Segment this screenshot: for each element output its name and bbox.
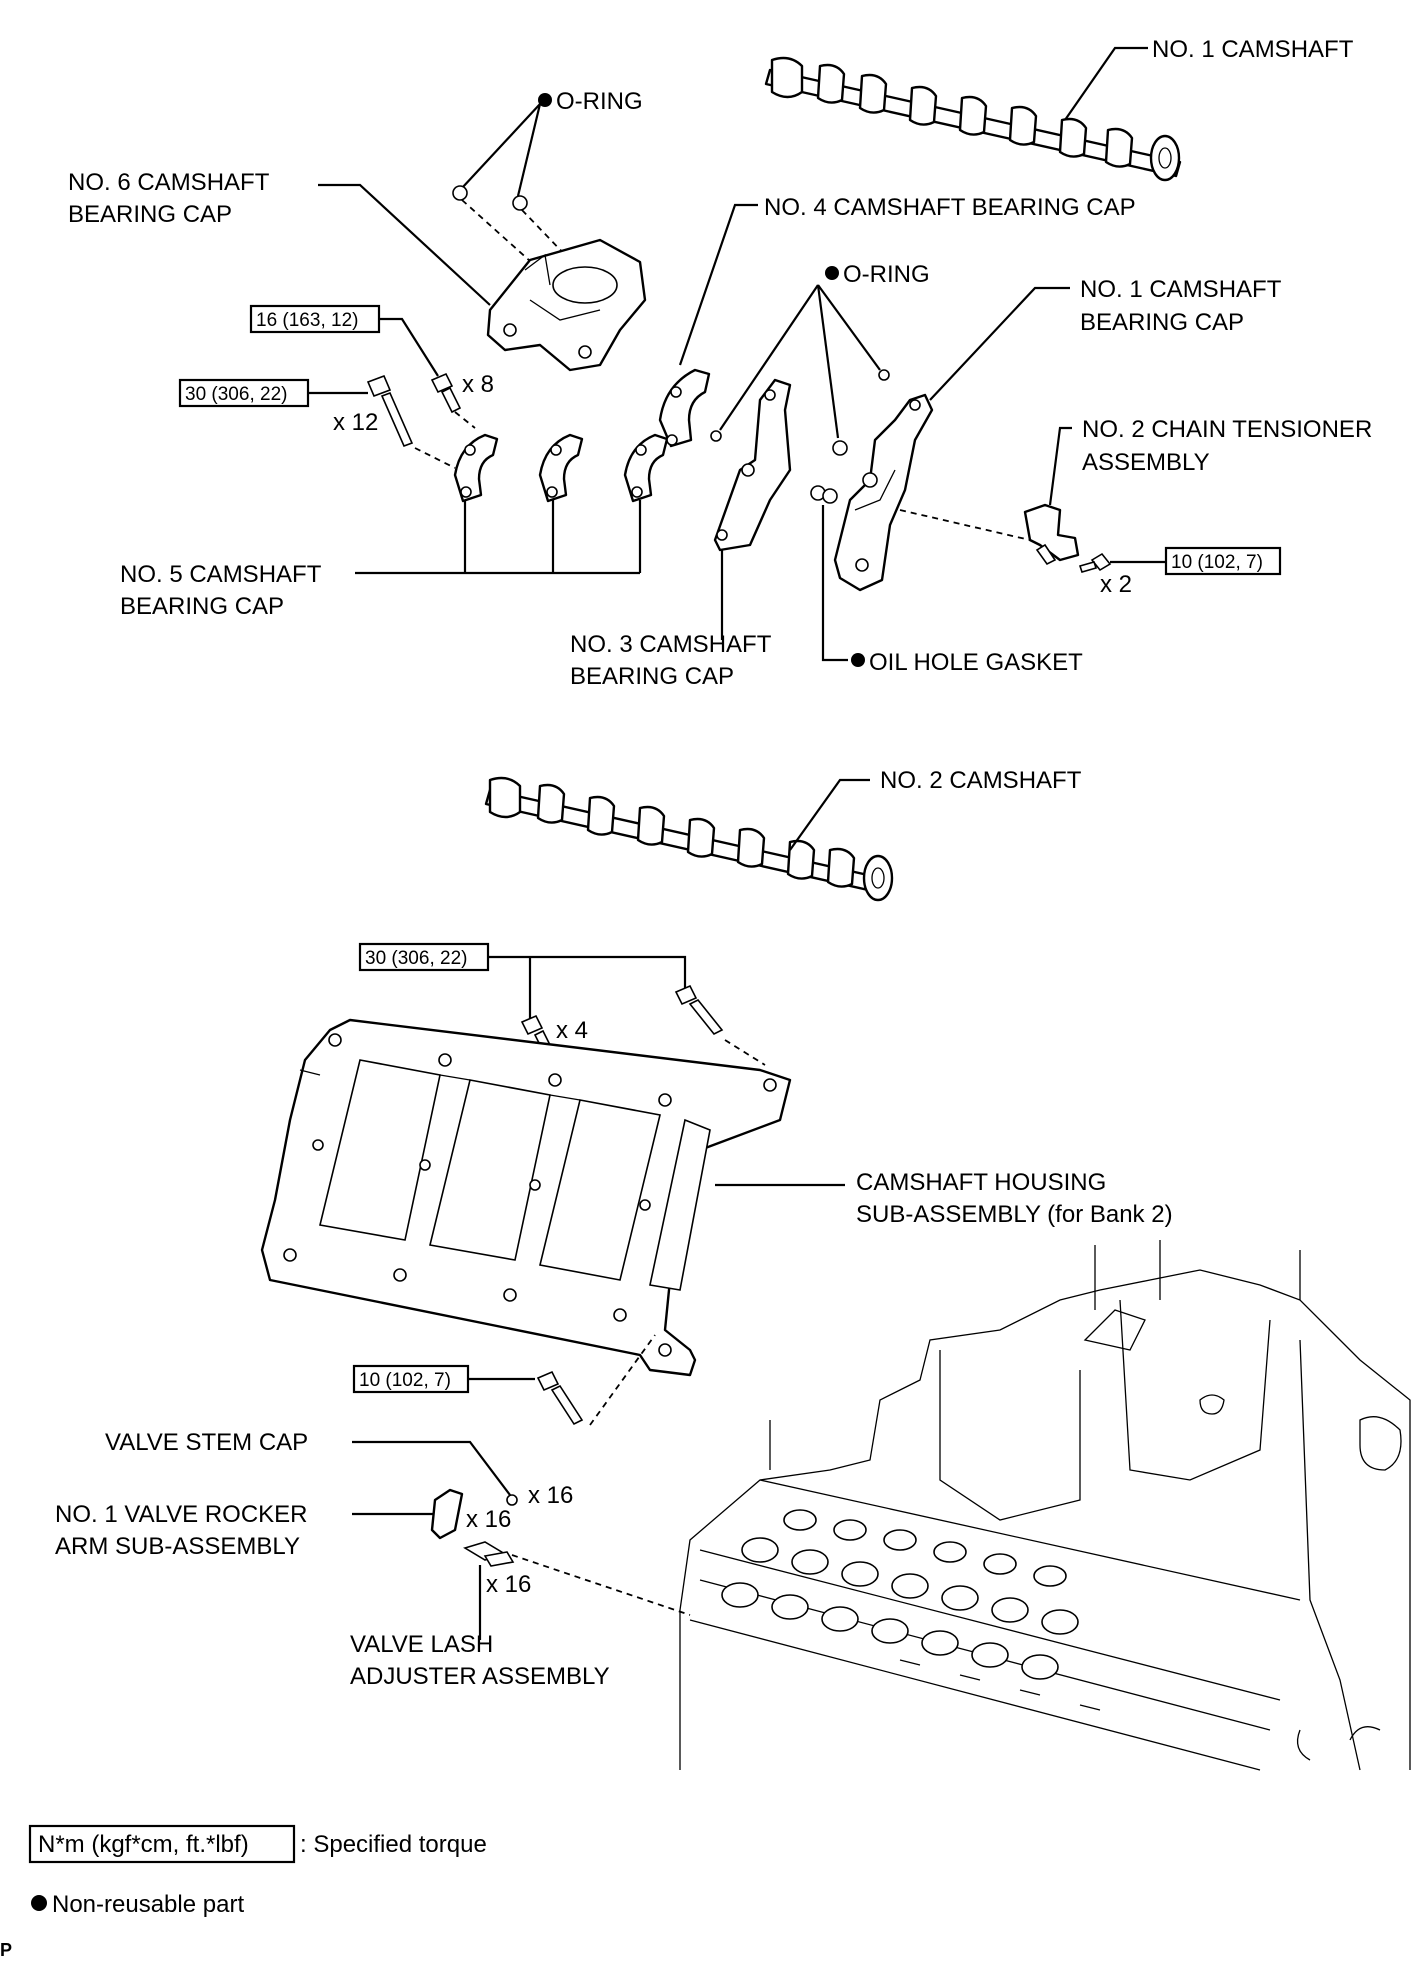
bolt-icon (430, 372, 462, 414)
nonreusable-dot-icon (851, 653, 865, 667)
chain-tensioner (1023, 503, 1080, 566)
rocker-arm-icon (430, 1488, 464, 1540)
engine-block (679, 1240, 1411, 1771)
label-no6-cap-l1: NO. 6 CAMSHAFT (68, 169, 270, 196)
label-no5-cap-l2: BEARING CAP (120, 593, 284, 620)
torque-30b: 30 (306, 22) (365, 948, 467, 969)
oring-icon (452, 185, 468, 201)
oring-icon (878, 369, 890, 381)
qty-x2: x 2 (1100, 571, 1132, 598)
label-no2-camshaft: NO. 2 CAMSHAFT (880, 767, 1082, 794)
torque-box-30a (178, 378, 310, 408)
label-no6-cap-l2: BEARING CAP (68, 201, 232, 228)
oring-icon (512, 195, 528, 211)
bolt-icon (536, 1370, 584, 1426)
torque-box-30b (358, 942, 490, 972)
label-no3-cap-l1: NO. 3 CAMSHAFT (570, 631, 772, 658)
no1-bearing-cap (833, 393, 934, 592)
no3-bearing-cap (713, 378, 792, 552)
bolt-icon (674, 984, 724, 1036)
label-no5-cap-l1: NO. 5 CAMSHAFT (120, 561, 322, 588)
label-no1-cap-l1: NO. 1 CAMSHAFT (1080, 276, 1282, 303)
valve-stem-cap-icon (506, 1494, 518, 1506)
torque-box-16 (249, 304, 381, 334)
no5-bearing-cap (453, 433, 499, 503)
label-oring-mid: O-RING (843, 261, 930, 288)
no6-bearing-cap (486, 238, 647, 372)
nonreusable-dot-icon (31, 1895, 47, 1911)
no1-camshaft (764, 56, 1182, 182)
label-oil-hole-gasket: OIL HOLE GASKET (869, 649, 1083, 676)
oring-icon (710, 430, 722, 442)
no2-camshaft (484, 776, 894, 902)
label-no1-camshaft: NO. 1 CAMSHAFT (1152, 36, 1354, 63)
legend-torque-box (28, 1824, 296, 1864)
qty-x12: x 12 (333, 409, 378, 436)
no5-bearing-cap (538, 433, 584, 503)
label-rocker-l1: NO. 1 VALVE ROCKER (55, 1501, 308, 1528)
label-no4-cap: NO. 4 CAMSHAFT BEARING CAP (764, 194, 1136, 221)
torque-10a: 10 (102, 7) (1171, 552, 1263, 573)
label-lash-l1: VALVE LASH (350, 1631, 493, 1658)
qty-x16-cap: x 16 (528, 1482, 573, 1509)
qty-x16-lash: x 16 (486, 1571, 531, 1598)
no5-bearing-cap (623, 433, 669, 503)
label-lash-l2: ADJUSTER ASSEMBLY (350, 1663, 610, 1690)
qty-x4: x 4 (556, 1017, 588, 1044)
lash-adjuster-icon (463, 1541, 515, 1567)
torque-box-10a (1164, 546, 1282, 576)
legend-nonreusable-text: Non-reusable part (52, 1891, 244, 1918)
label-no3-cap-l2: BEARING CAP (570, 663, 734, 690)
label-housing-l1: CAMSHAFT HOUSING (856, 1169, 1106, 1196)
bolt-icon (1078, 552, 1112, 573)
legend-torque-text: : Specified torque (300, 1831, 487, 1858)
label-tensioner-l2: ASSEMBLY (1082, 449, 1210, 476)
torque-10b: 10 (102, 7) (359, 1370, 451, 1391)
oring-icon (832, 440, 848, 456)
label-tensioner-l1: NO. 2 CHAIN TENSIONER (1082, 416, 1372, 443)
camshaft-housing (260, 1018, 792, 1377)
torque-30a: 30 (306, 22) (185, 384, 287, 405)
nonreusable-dot-icon (538, 93, 552, 107)
label-housing-l2: SUB-ASSEMBLY (for Bank 2) (856, 1201, 1173, 1228)
torque-16: 16 (163, 12) (256, 310, 358, 331)
label-rocker-l2: ARM SUB-ASSEMBLY (55, 1533, 300, 1560)
oil-hole-gasket (810, 485, 838, 504)
qty-x8: x 8 (462, 371, 494, 398)
label-oring-top: O-RING (556, 88, 643, 115)
nonreusable-dot-icon (825, 266, 839, 280)
label-valve-stem-cap: VALVE STEM CAP (105, 1429, 308, 1456)
legend-torque-box-text: N*m (kgf*cm, ft.*lbf) (38, 1831, 249, 1858)
bolt-icon (366, 374, 414, 448)
qty-x16-rocker: x 16 (466, 1506, 511, 1533)
label-no1-cap-l2: BEARING CAP (1080, 309, 1244, 336)
no4-bearing-cap (658, 368, 711, 448)
valve-springs (721, 1509, 1079, 1680)
corner-mark: P (0, 1940, 12, 1960)
